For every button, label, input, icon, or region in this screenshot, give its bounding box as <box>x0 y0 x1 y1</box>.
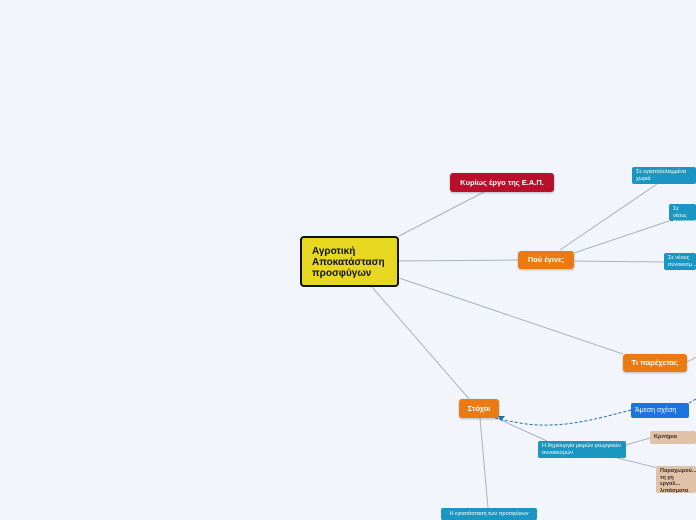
node-neous-synoikismous[interactable]: Σε νέους συνοικισμ... <box>664 253 696 270</box>
root-node[interactable]: Αγροτική Αποκατάσταση προσφύγων <box>300 236 399 287</box>
node-neous-prosartimenous[interactable]: Σε νέους προσαρτημ... <box>669 204 696 221</box>
node-egkatastasi-prosfygon-label: Η εγκατάσταση των προσφύγων <box>449 511 529 517</box>
link-pou-neous-synoik <box>573 260 665 263</box>
node-pou-egine[interactable]: Πού έγινε; <box>518 251 574 269</box>
node-kyrios-ergo[interactable]: Κυρίως έργο της Ε.Α.Π. <box>450 173 554 192</box>
dashed-link-amesi-stoxoi <box>494 409 632 426</box>
node-paraxorisi-gis[interactable]: Παραχωρού... τη γη εργαλ... λιπάσματα κ.… <box>656 466 696 493</box>
node-egkataleleimmena-xoria[interactable]: Σε εγκαταλελειμμένα χωριά <box>632 167 696 184</box>
node-kyrios-ergo-label: Κυρίως έργο της Ε.Α.Π. <box>460 178 544 187</box>
node-egkataleleimmena-xoria-label: Σε εγκαταλελειμμένα χωριά <box>636 169 687 182</box>
node-neous-synoikismous-label: Σε νέους συνοικισμ... <box>668 255 696 268</box>
root-node-label: Αγροτική Αποκατάσταση προσφύγων <box>312 246 385 279</box>
link-dimiourgia-paraxorisi <box>616 457 659 469</box>
link-stoxoi-egkatastasi <box>479 417 489 509</box>
node-amesi-sxesi-label: Άμεση σχέση <box>635 407 677 414</box>
node-ti-parexetai-label: Τι παρέχεται; <box>631 358 679 367</box>
link-root-pou <box>398 259 519 262</box>
link-root-ti <box>398 277 624 355</box>
link-pou-chora <box>559 183 658 251</box>
node-stoxoi[interactable]: Στόχοι <box>459 399 499 418</box>
node-kritiria[interactable]: Κριτήρια παρο... <box>650 431 696 444</box>
node-dimiourgia-synoikismon[interactable]: Η δημιουργία μικρών γεωργικών συνοικισμώ… <box>538 441 626 458</box>
link-root-stoxoi <box>371 286 471 401</box>
link-ti-edge <box>686 356 696 363</box>
node-ti-parexetai[interactable]: Τι παρέχεται; <box>623 354 687 372</box>
node-stoxoi-label: Στόχοι <box>467 404 491 413</box>
link-pou-neous-prosart <box>573 220 670 254</box>
node-pou-egine-label: Πού έγινε; <box>527 255 565 264</box>
node-dimiourgia-synoikismon-label: Η δημιουργία μικρών γεωργικών συνοικισμώ… <box>542 443 622 456</box>
dashed-arrow-head-icon <box>498 416 505 421</box>
link-dimiourgia-kritiria <box>625 437 651 446</box>
node-egkatastasi-prosfygon[interactable]: Η εγκατάσταση των προσφύγων <box>441 508 537 520</box>
node-kritiria-label: Κριτήρια παρο... <box>654 434 678 444</box>
node-amesi-sxesi[interactable]: Άμεση σχέση <box>631 403 689 418</box>
node-paraxorisi-gis-label: Παραχωρού... τη γη εργαλ... λιπάσματα κ.… <box>660 468 696 493</box>
node-neous-prosartimenous-label: Σε νέους προσαρτημ... <box>673 206 696 221</box>
dashed-link-amesi-edge <box>688 398 696 404</box>
link-root-kyrios <box>398 191 485 237</box>
